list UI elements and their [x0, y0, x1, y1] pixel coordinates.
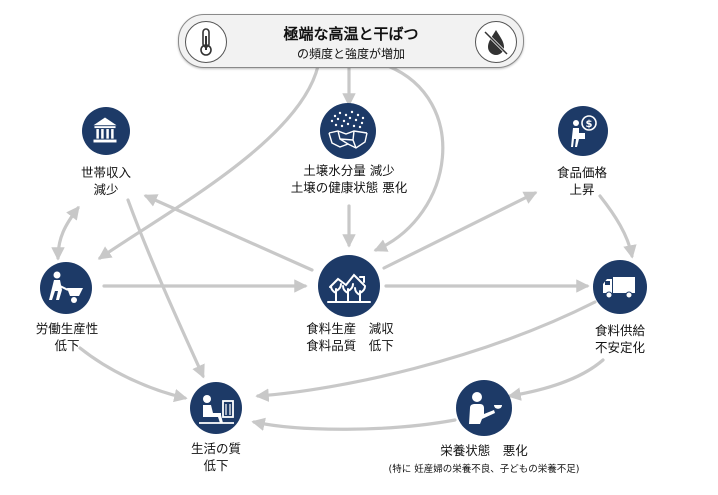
arrow-labor-to-life	[78, 346, 188, 403]
arrow-price-to-supply	[598, 194, 637, 259]
soil-label: 土壌水分量 減少 土壌の健康状態 悪化	[290, 163, 408, 195]
arrow-supply-to-life	[255, 300, 597, 402]
wilting-crop-icon	[318, 255, 380, 317]
nutrition-note: (特に 妊産婦の栄養不良、子どもの栄養不足)	[388, 464, 580, 475]
wheelbarrow-worker-icon	[40, 262, 92, 314]
food-production-label: 食料生産 減収 食料品質 低下	[306, 321, 394, 353]
arrow-income-labor	[51, 205, 80, 261]
food-supply-label: 食料供給 不安定化	[594, 323, 645, 355]
seated-person-icon	[190, 382, 242, 434]
person-eating-icon	[456, 380, 512, 436]
delivery-truck-icon	[593, 260, 647, 314]
person-money-icon: $	[558, 106, 608, 156]
arrow-supply-to-nutrition	[507, 358, 605, 401]
food-price-label: 食品価格 上昇	[556, 165, 607, 197]
household-income-label: 世帯収入 減少	[80, 165, 131, 197]
arrow-nutrition-to-life	[251, 417, 457, 431]
svg-text:$: $	[586, 119, 593, 130]
cracked-soil-icon	[320, 103, 376, 159]
drought-heat-header: 極端な高温と干ばつ の頻度と強度が増加	[178, 14, 524, 68]
drought-drop-icon	[475, 21, 517, 63]
labor-productivity-label: 労働生産性 低下	[35, 321, 99, 353]
header-subtitle: の頻度と強度が増加	[296, 47, 405, 61]
quality-of-life-label: 生活の質 低下	[190, 441, 241, 473]
arrow-drought-to-production	[373, 64, 445, 252]
header-title: 極端な高温と干ばつ	[283, 25, 419, 43]
arrow-income-to-life	[126, 198, 205, 379]
arrow-drought-to-labor	[97, 64, 320, 260]
arrow-production-to-price	[382, 191, 538, 270]
bank-icon	[82, 107, 130, 155]
thermometer-icon	[185, 21, 227, 63]
nutrition-label: 栄養状態 悪化	[440, 443, 528, 458]
arrow-production-to-income	[143, 194, 314, 272]
